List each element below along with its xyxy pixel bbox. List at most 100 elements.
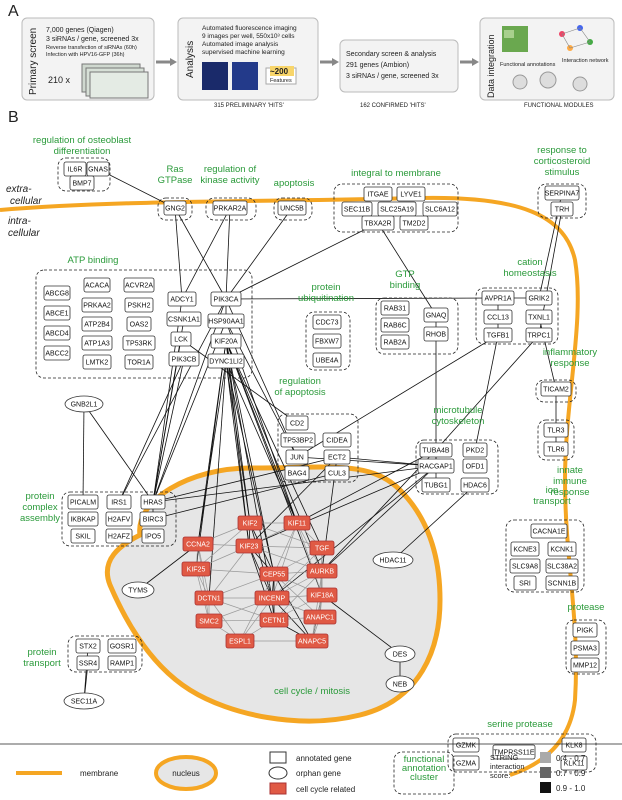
gene-prkar2a[interactable]: PRKAR2A bbox=[212, 200, 248, 216]
gene-pik3cb[interactable]: PIK3CB bbox=[168, 351, 200, 367]
gene-ramp1[interactable]: RAMP1 bbox=[107, 655, 137, 671]
gene-kif11[interactable]: KIF11 bbox=[283, 515, 311, 531]
gene-gnaq[interactable]: GNAQ bbox=[423, 307, 449, 323]
gene-gosr1[interactable]: GOSR1 bbox=[107, 638, 137, 654]
gene-adcy1[interactable]: ADCY1 bbox=[167, 291, 197, 307]
gene-bag4[interactable]: BAG4 bbox=[284, 465, 310, 481]
gene-rab6c[interactable]: RAB6C bbox=[380, 317, 410, 333]
gene-abce1[interactable]: ABCE1 bbox=[43, 305, 71, 321]
gene-slc6a12[interactable]: SLC6A12 bbox=[422, 201, 458, 217]
gene-tor1a[interactable]: TOR1A bbox=[124, 354, 154, 370]
gene-aurkb[interactable]: AURKB bbox=[306, 563, 338, 579]
gene-txnl1[interactable]: TXNL1 bbox=[525, 309, 553, 325]
gene-abcc2[interactable]: ABCC2 bbox=[43, 345, 71, 361]
gene-tubg1[interactable]: TUBG1 bbox=[421, 477, 451, 493]
gene-ticam2[interactable]: TICAM2 bbox=[540, 381, 572, 397]
gene-smc2[interactable]: SMC2 bbox=[195, 613, 223, 629]
gene-slc9a8[interactable]: SLC9A8 bbox=[509, 558, 541, 574]
gene-gzmk[interactable]: GZMK bbox=[452, 737, 480, 753]
gene-gzma[interactable]: GZMA bbox=[452, 755, 480, 771]
gene-tlr6[interactable]: TLR6 bbox=[543, 441, 569, 457]
gene-slc25a19[interactable]: SLC25A19 bbox=[377, 201, 417, 217]
gene-skil[interactable]: SKIL bbox=[70, 528, 96, 544]
gene-mmp12[interactable]: MMP12 bbox=[570, 657, 600, 673]
gene-csnk1a1[interactable]: CSNK1A1 bbox=[166, 311, 202, 327]
gene-sri[interactable]: SRI bbox=[513, 575, 537, 591]
gene-ssr4[interactable]: SSR4 bbox=[76, 655, 100, 671]
gene-pik3ca[interactable]: PIK3CA bbox=[210, 291, 242, 307]
gene-kif23[interactable]: KIF23 bbox=[235, 538, 263, 554]
gene-tp53rk[interactable]: TP53RK bbox=[122, 335, 156, 351]
gene-anapc1[interactable]: ANAPC1 bbox=[303, 609, 337, 625]
gene-pigk[interactable]: PIGK bbox=[572, 622, 598, 638]
gene-kcne3[interactable]: KCNE3 bbox=[510, 541, 540, 557]
gene-avpr1a[interactable]: AVPR1A bbox=[481, 290, 515, 306]
gene-kif25[interactable]: KIF25 bbox=[181, 561, 211, 577]
gene-psma3[interactable]: PSMA3 bbox=[570, 640, 600, 656]
gene-dync1li2[interactable]: DYNC1LI2 bbox=[207, 353, 245, 369]
gene-slc38a2[interactable]: SLC38A2 bbox=[545, 558, 579, 574]
gene-acaca[interactable]: ACACA bbox=[83, 277, 111, 293]
gene-abcg8[interactable]: ABCG8 bbox=[43, 285, 71, 301]
gene-serpina7[interactable]: SERPINA7 bbox=[544, 185, 580, 201]
gene-rab31[interactable]: RAB31 bbox=[380, 300, 410, 316]
gene-abcd4[interactable]: ABCD4 bbox=[43, 325, 71, 341]
gene-ikbkap[interactable]: IKBKAP bbox=[67, 511, 99, 527]
gene-h2afz[interactable]: H2AFZ bbox=[105, 528, 133, 544]
gene-neb[interactable]: NEB bbox=[385, 675, 415, 693]
gene-h2afv[interactable]: H2AFV bbox=[105, 511, 133, 527]
gene-ofd1[interactable]: OFD1 bbox=[462, 458, 488, 474]
gene-cdc73[interactable]: CDC73 bbox=[312, 314, 342, 330]
gene-jun[interactable]: JUN bbox=[285, 449, 309, 465]
gene-unc5b[interactable]: UNC5B bbox=[277, 200, 307, 216]
gene-kcnk1[interactable]: KCNK1 bbox=[547, 541, 577, 557]
gene-acvr2a[interactable]: ACVR2A bbox=[123, 277, 155, 293]
gene-tgfb1[interactable]: TGFB1 bbox=[483, 327, 513, 343]
gene-incenp[interactable]: INCENP bbox=[254, 590, 290, 606]
gene-cetn1[interactable]: CETN1 bbox=[259, 612, 289, 628]
gene-cacna1e[interactable]: CACNA1E bbox=[530, 523, 568, 539]
gene-gnb2l1[interactable]: GNB2L1 bbox=[64, 395, 104, 413]
gene-racgap1[interactable]: RACGAP1 bbox=[417, 458, 455, 474]
gene-anapc5[interactable]: ANAPC5 bbox=[295, 633, 329, 649]
gene-trpc1[interactable]: TRPC1 bbox=[525, 327, 553, 343]
gene-tyms[interactable]: TYMS bbox=[121, 581, 155, 599]
gene-trh[interactable]: TRH bbox=[550, 201, 574, 217]
gene-ect2[interactable]: ECT2 bbox=[323, 449, 351, 465]
gene-gnas[interactable]: GNAS bbox=[86, 161, 110, 177]
gene-lck[interactable]: LCK bbox=[170, 331, 192, 347]
gene-gng2[interactable]: GNG2 bbox=[163, 200, 187, 216]
gene-bmp7[interactable]: BMP7 bbox=[69, 175, 95, 191]
gene-sec11a[interactable]: SEC11A bbox=[63, 692, 105, 710]
gene-tp53bp2[interactable]: TP53BP2 bbox=[280, 432, 316, 448]
gene-birc3[interactable]: BIRC3 bbox=[139, 511, 167, 527]
gene-espl1[interactable]: ESPL1 bbox=[225, 633, 255, 649]
gene-dctn1[interactable]: DCTN1 bbox=[194, 590, 224, 606]
gene-ccl13[interactable]: CCL13 bbox=[483, 309, 513, 325]
gene-picalm[interactable]: PICALM bbox=[67, 494, 99, 510]
gene-irs1[interactable]: IRS1 bbox=[106, 494, 132, 510]
gene-cidea[interactable]: CIDEA bbox=[322, 432, 352, 448]
gene-kif20a[interactable]: KIF20A bbox=[210, 333, 242, 349]
gene-des[interactable]: DES bbox=[384, 645, 416, 663]
gene-prkaa2[interactable]: PRKAA2 bbox=[81, 297, 113, 313]
gene-hsp90aa1[interactable]: HSP90AA1 bbox=[207, 313, 245, 329]
gene-cul3[interactable]: CUL3 bbox=[324, 465, 350, 481]
gene-fbxw7[interactable]: FBXW7 bbox=[312, 333, 342, 349]
gene-kif18a[interactable]: KIF18A bbox=[306, 587, 338, 603]
gene-klk8[interactable]: KLK8 bbox=[561, 737, 587, 753]
gene-klk11[interactable]: KLK11 bbox=[560, 755, 588, 771]
gene-ipo5[interactable]: IPO5 bbox=[141, 528, 165, 544]
gene-lmtk2[interactable]: LMTK2 bbox=[82, 354, 112, 370]
gene-tgf[interactable]: TGF bbox=[309, 540, 335, 556]
gene-il6r[interactable]: IL6R bbox=[63, 161, 87, 177]
gene-grik2[interactable]: GRIK2 bbox=[525, 290, 553, 306]
gene-pkd2[interactable]: PKD2 bbox=[462, 442, 488, 458]
gene-rhob[interactable]: RHOB bbox=[423, 326, 449, 342]
gene-tlr3[interactable]: TLR3 bbox=[543, 422, 569, 438]
gene-hdac6[interactable]: HDAC6 bbox=[460, 477, 490, 493]
gene-tuba4b[interactable]: TUBA4B bbox=[419, 442, 453, 458]
gene-tmprss11e[interactable]: TMPRSS11E bbox=[492, 744, 536, 760]
gene-sec11b[interactable]: SEC11B bbox=[341, 201, 373, 217]
gene-tbxa2r[interactable]: TBXA2R bbox=[361, 215, 395, 231]
